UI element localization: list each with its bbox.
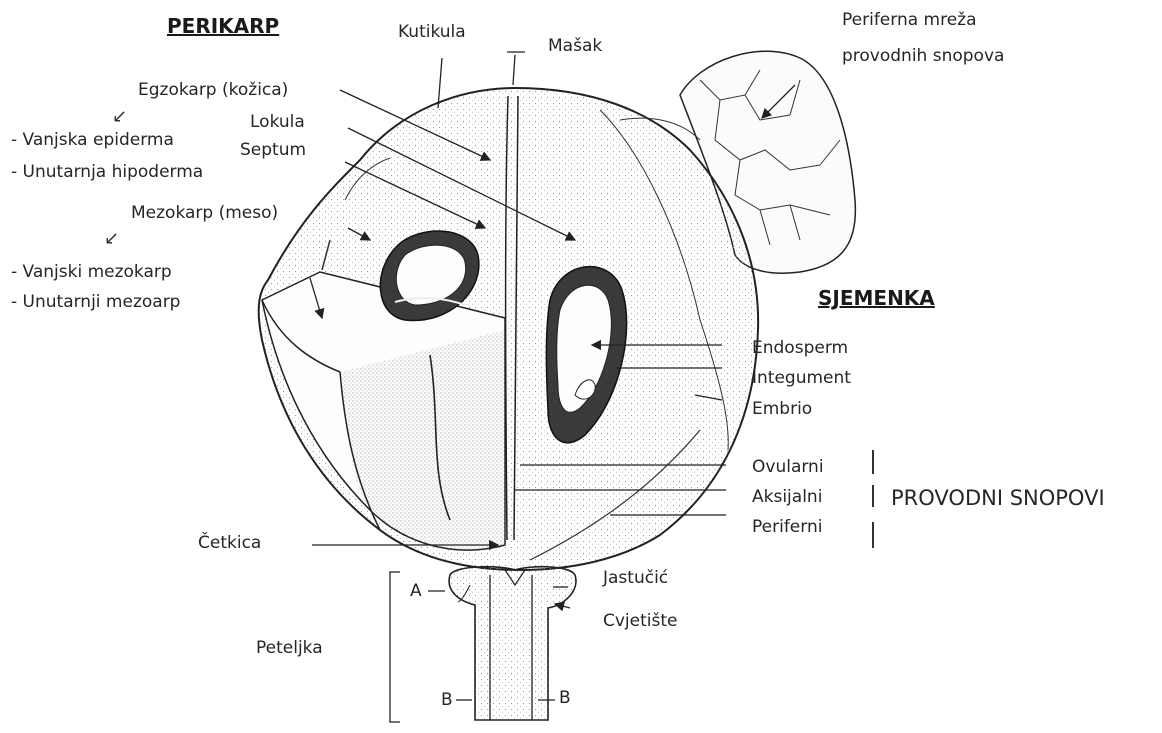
label-unutarnji-mezoarp: - Unutarnji mezoarp: [11, 292, 180, 312]
label-masak: Mašak: [548, 36, 602, 56]
label-septum: Septum: [240, 140, 306, 160]
label-aksijalni: Aksijalni: [752, 487, 822, 507]
label-peteljka: Peteljka: [256, 638, 323, 658]
fruit-sphere: [259, 88, 758, 570]
bracket-bar-1: [872, 450, 874, 474]
stalk: [449, 567, 576, 720]
marker-b-right: B: [559, 688, 571, 708]
label-periferna-line1: Periferna mreža: [842, 10, 977, 30]
marker-b-left: B: [441, 690, 453, 710]
heading-sjemenka: SJEMENKA: [818, 286, 935, 310]
label-egzokarp: Egzokarp (kožica): [138, 80, 288, 100]
label-vanjska-epiderma: - Vanjska epiderma: [11, 130, 174, 150]
label-lokula: Lokula: [250, 112, 305, 132]
marker-a: A: [410, 581, 422, 601]
label-periferna-line2: provodnih snopova: [842, 46, 1004, 66]
heading-provodni-snopovi: PROVODNI SNOPOVI: [891, 486, 1105, 510]
label-vanjski-mezokarp: - Vanjski mezokarp: [11, 262, 172, 282]
label-integument: Integument: [752, 368, 851, 388]
label-unutarnja-hipoderma: - Unutarnja hipoderma: [11, 162, 203, 182]
diag-arrow-icon: ↙: [104, 228, 119, 249]
label-periferni: Periferni: [752, 517, 822, 537]
label-cetkica: Četkica: [198, 533, 261, 553]
label-endosperm: Endosperm: [752, 338, 848, 358]
bracket-bar-3: [872, 522, 874, 548]
label-ovularni: Ovularni: [752, 457, 824, 477]
label-jastucic: Jastučić: [603, 568, 668, 588]
bracket-bar-2: [872, 485, 874, 507]
heading-perikarp: PERIKARP: [167, 14, 279, 38]
label-mezokarp: Mezokarp (meso): [131, 203, 278, 223]
label-cvjetiste: Cvjetište: [603, 611, 677, 631]
label-embrio: Embrio: [752, 399, 812, 419]
diag-arrow-icon: ↙: [112, 106, 127, 127]
label-kutikula: Kutikula: [398, 22, 466, 42]
